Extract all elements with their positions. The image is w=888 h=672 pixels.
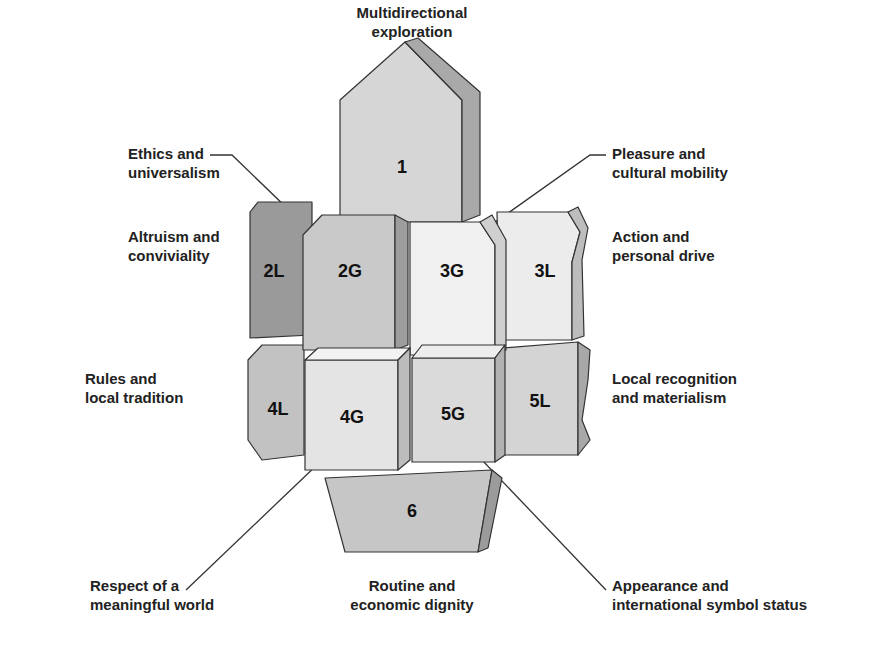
block-face — [480, 215, 506, 355]
block-face — [497, 212, 580, 340]
block-face — [395, 215, 408, 350]
block: 4G — [300, 343, 415, 475]
block-face — [325, 470, 492, 552]
block-face — [503, 342, 578, 455]
label-box: Appearance and international symbol stat… — [612, 577, 817, 615]
number-slot: 2L — [263, 262, 284, 282]
block: 4L — [243, 340, 305, 465]
block: 2G — [298, 210, 413, 355]
label-box: Action and personal drive — [612, 228, 737, 266]
block-number: 3L — [534, 262, 555, 282]
label-box: Altruism and conviviality — [128, 228, 238, 266]
block-face — [578, 342, 590, 455]
label-box: Multidirectional exploration — [337, 4, 487, 42]
block-face — [568, 207, 588, 340]
block-face — [405, 38, 480, 222]
block-face — [412, 358, 495, 462]
number-slot: 5L — [529, 392, 550, 412]
number-slot: 3G — [440, 262, 464, 282]
number-slot: 4G — [340, 408, 364, 428]
number-slot: 1 — [397, 158, 407, 178]
block-shape — [405, 210, 511, 360]
block-face — [478, 470, 502, 552]
block-label: Routine and economic dignity — [342, 577, 482, 615]
block-number: 5L — [529, 392, 550, 412]
number-slot: 5G — [441, 405, 465, 425]
label-box: Local recognition and materialism — [612, 370, 752, 408]
block: 1 — [335, 33, 485, 227]
block: 5G — [407, 340, 510, 467]
block-face — [495, 345, 505, 462]
block-number: 3G — [440, 262, 464, 282]
block-face — [305, 360, 398, 470]
block-shape — [335, 33, 485, 227]
block-label: Ethics and universalism — [128, 145, 238, 183]
block-face — [305, 348, 410, 360]
block-label: Altruism and conviviality — [128, 228, 238, 266]
block-number: 4G — [340, 408, 364, 428]
block: 3G — [405, 210, 511, 360]
label-box: Rules and local tradition — [85, 370, 190, 408]
block: 5L — [500, 336, 595, 460]
block-face — [410, 222, 495, 355]
block-number: 2G — [338, 262, 362, 282]
number-slot: 6 — [407, 502, 417, 522]
block: 3L — [492, 202, 590, 345]
number-slot: 3L — [534, 262, 555, 282]
block-label: Local recognition and materialism — [612, 370, 752, 408]
block-label: Pleasure and cultural mobility — [612, 145, 742, 183]
block-face — [412, 345, 505, 358]
label-box: Routine and economic dignity — [342, 577, 482, 615]
block-label: Action and personal drive — [612, 228, 737, 266]
block-shape — [407, 340, 510, 467]
label-box: Ethics and universalism — [128, 145, 238, 183]
block: 6 — [320, 465, 508, 557]
block-shape — [298, 210, 413, 355]
number-slot: 4L — [267, 400, 288, 420]
block-label: Respect of a meaningful world — [90, 577, 230, 615]
block-number: 5G — [441, 405, 465, 425]
label-box: Pleasure and cultural mobility — [612, 145, 742, 183]
block-label: Appearance and international symbol stat… — [612, 577, 817, 615]
block-number: 2L — [263, 262, 284, 282]
label-box: Respect of a meaningful world — [90, 577, 230, 615]
leader-line — [186, 462, 320, 590]
block-number: 1 — [397, 158, 407, 178]
block-number: 4L — [267, 400, 288, 420]
block-face — [248, 345, 304, 460]
block-label: Multidirectional exploration — [337, 4, 487, 42]
block-face — [398, 348, 410, 470]
block-number: 6 — [407, 502, 417, 522]
block-face — [303, 215, 395, 350]
block-label: Rules and local tradition — [85, 370, 190, 408]
number-slot: 2G — [338, 262, 362, 282]
